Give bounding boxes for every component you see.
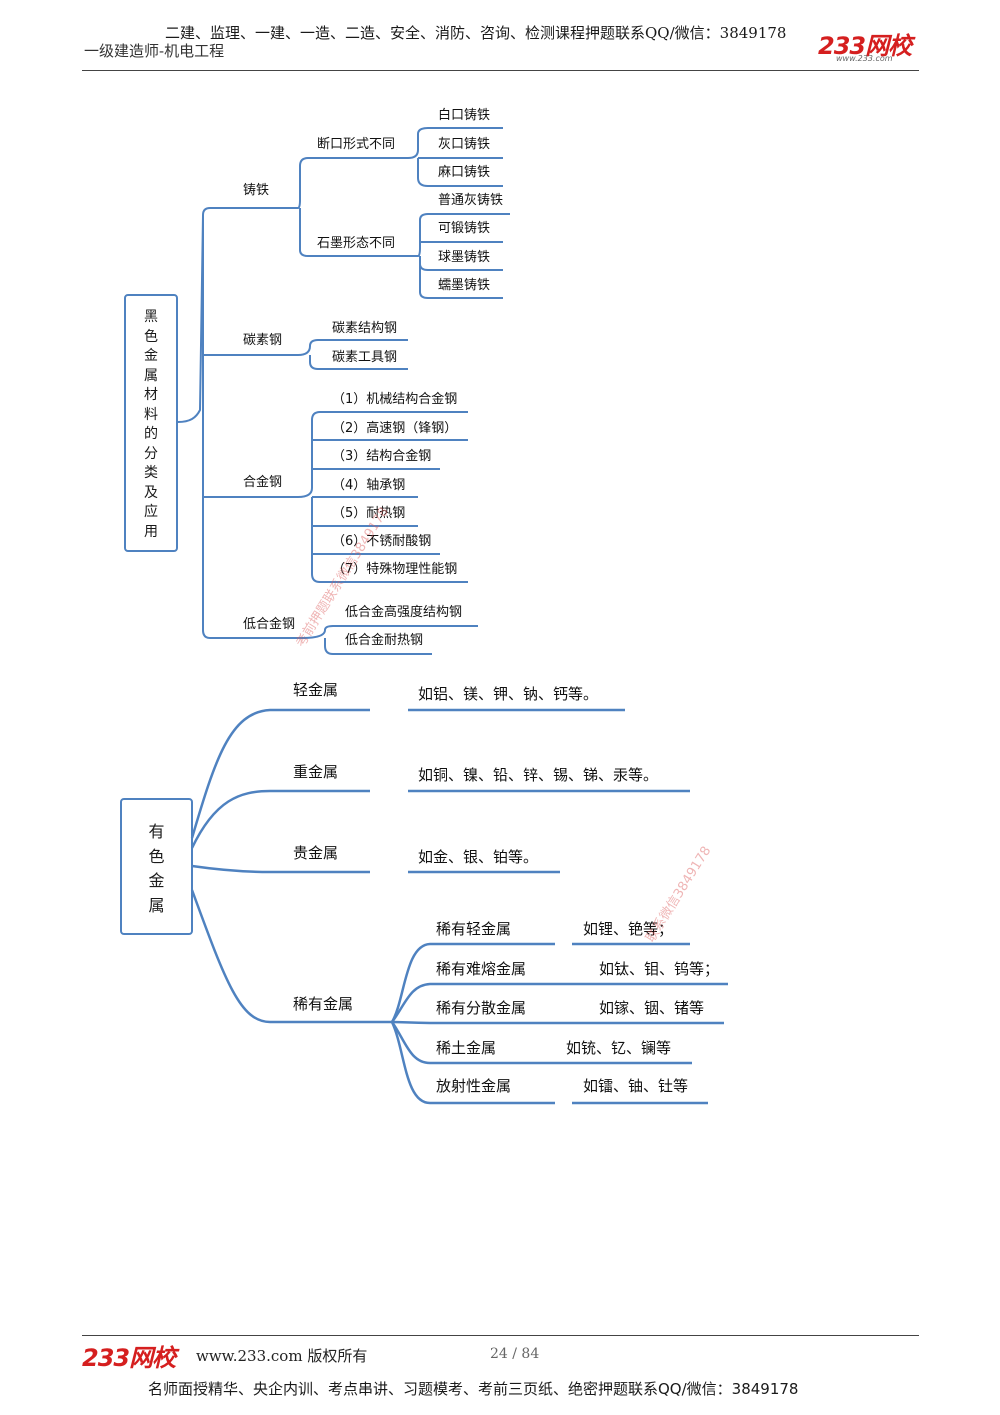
light-metal-examples: 如铝、镁、钾、钠、钙等。 (418, 685, 599, 703)
graphite-item: 普通灰铸铁 (438, 193, 504, 208)
rare-metal-node: 稀有金属 (293, 995, 354, 1013)
rare-item-examples: 如锂、铯等； (583, 920, 674, 938)
footer-logo[interactable]: 233网校 (82, 1344, 176, 1372)
header-rule (82, 70, 919, 71)
rare-item-name: 放射性金属 (436, 1077, 512, 1095)
root-char: 用 (144, 523, 158, 540)
low-alloy-item: 低合金高强度结构钢 (345, 605, 463, 620)
rare-item-examples: 如铳、钇、镧等 (566, 1039, 672, 1057)
root-char: 应 (144, 504, 158, 520)
root-char: 分 (144, 445, 158, 462)
fracture-node: 断口形式不同 (317, 137, 396, 152)
footer-bottom-line: 名师面授精华、央企内训、考点串讲、习题模考、考前三页纸、绝密押题联系QQ/微信：… (148, 1380, 799, 1398)
root-char: 属 (144, 367, 158, 384)
root-char: 的 (144, 426, 158, 442)
rare-item-examples: 如钛、钼、钨等； (599, 960, 720, 978)
alloy-item: （5）耐热钢 (332, 506, 406, 521)
graphite-item: 可锻铸铁 (438, 221, 491, 236)
heavy-metal-examples: 如铜、镍、铅、锌、锡、锑、汞等。 (418, 766, 659, 784)
rare-item-name: 稀土金属 (436, 1039, 497, 1057)
carbon-item: 碳素结构钢 (332, 321, 398, 336)
precious-metal-node: 贵金属 (293, 844, 339, 862)
root-char: 色 (144, 328, 158, 345)
root-char: 料 (144, 406, 158, 423)
header-logo-url: www.233.com (836, 54, 893, 63)
graphite-node: 石墨形态不同 (317, 236, 396, 251)
ferrous-root-box: 黑色金属材料的分类及应用 (124, 294, 178, 552)
fracture-item: 白口铸铁 (438, 108, 491, 123)
alloy-item: （1）机械结构合金钢 (332, 392, 458, 407)
rare-item-name: 稀有轻金属 (436, 920, 512, 938)
nonferrous-root-box: 有色金属 (120, 798, 193, 935)
rare-item-examples: 如镭、铀、钍等 (583, 1077, 689, 1095)
root-char: 金 (148, 871, 165, 890)
alloy-item: （6）不锈耐酸钢 (332, 534, 432, 549)
alloy-item: （2）高速钢（锋钢） (332, 421, 458, 436)
root-char: 材 (144, 387, 158, 403)
alloy-item: （3）结构合金钢 (332, 449, 432, 464)
root-char: 黑 (144, 309, 158, 325)
nonferrous-root-label: 有色金属 (122, 820, 191, 918)
heavy-metal-node: 重金属 (293, 763, 339, 781)
root-char: 属 (148, 895, 165, 915)
low-alloy-node: 低合金钢 (243, 617, 296, 632)
carbon-steel-node: 碳素钢 (243, 333, 283, 348)
root-char: 类 (144, 465, 158, 481)
ferrous-root-label: 黑色金属材料的分类及应用 (126, 308, 176, 542)
header-top-line: 二建、监理、一建、一造、二造、安全、消防、咨询、检测课程押题联系QQ/微信：38… (165, 24, 787, 42)
alloy-item: （7）特殊物理性能钢 (332, 562, 458, 577)
precious-metal-examples: 如金、银、铂等。 (418, 848, 539, 866)
root-char: 金 (144, 348, 158, 364)
header-subtitle: 一级建造师-机电工程 (84, 42, 225, 60)
graphite-item: 球墨铸铁 (438, 250, 491, 265)
fracture-item: 麻口铸铁 (438, 165, 491, 180)
low-alloy-item: 低合金耐热钢 (345, 633, 424, 648)
rare-item-name: 稀有难熔金属 (436, 960, 527, 978)
footer-copyright: www.233.com 版权所有 (196, 1347, 368, 1365)
footer-rule (82, 1335, 919, 1336)
graphite-item: 蠕墨铸铁 (438, 278, 491, 293)
rare-item-name: 稀有分散金属 (436, 999, 527, 1017)
root-char: 及 (144, 484, 158, 501)
alloy-item: （4）轴承钢 (332, 478, 406, 493)
cast-iron-node: 铸铁 (243, 183, 270, 198)
page-number: 24 / 84 (490, 1346, 540, 1362)
root-char: 色 (148, 846, 165, 866)
fracture-item: 灰口铸铁 (438, 137, 491, 152)
root-char: 有 (148, 822, 165, 841)
carbon-item: 碳素工具钢 (332, 350, 398, 365)
header-logo[interactable]: 233网校 (818, 32, 912, 60)
alloy-steel-node: 合金钢 (243, 475, 283, 490)
rare-item-examples: 如镓、铟、锗等 (599, 999, 705, 1017)
light-metal-node: 轻金属 (293, 681, 339, 699)
